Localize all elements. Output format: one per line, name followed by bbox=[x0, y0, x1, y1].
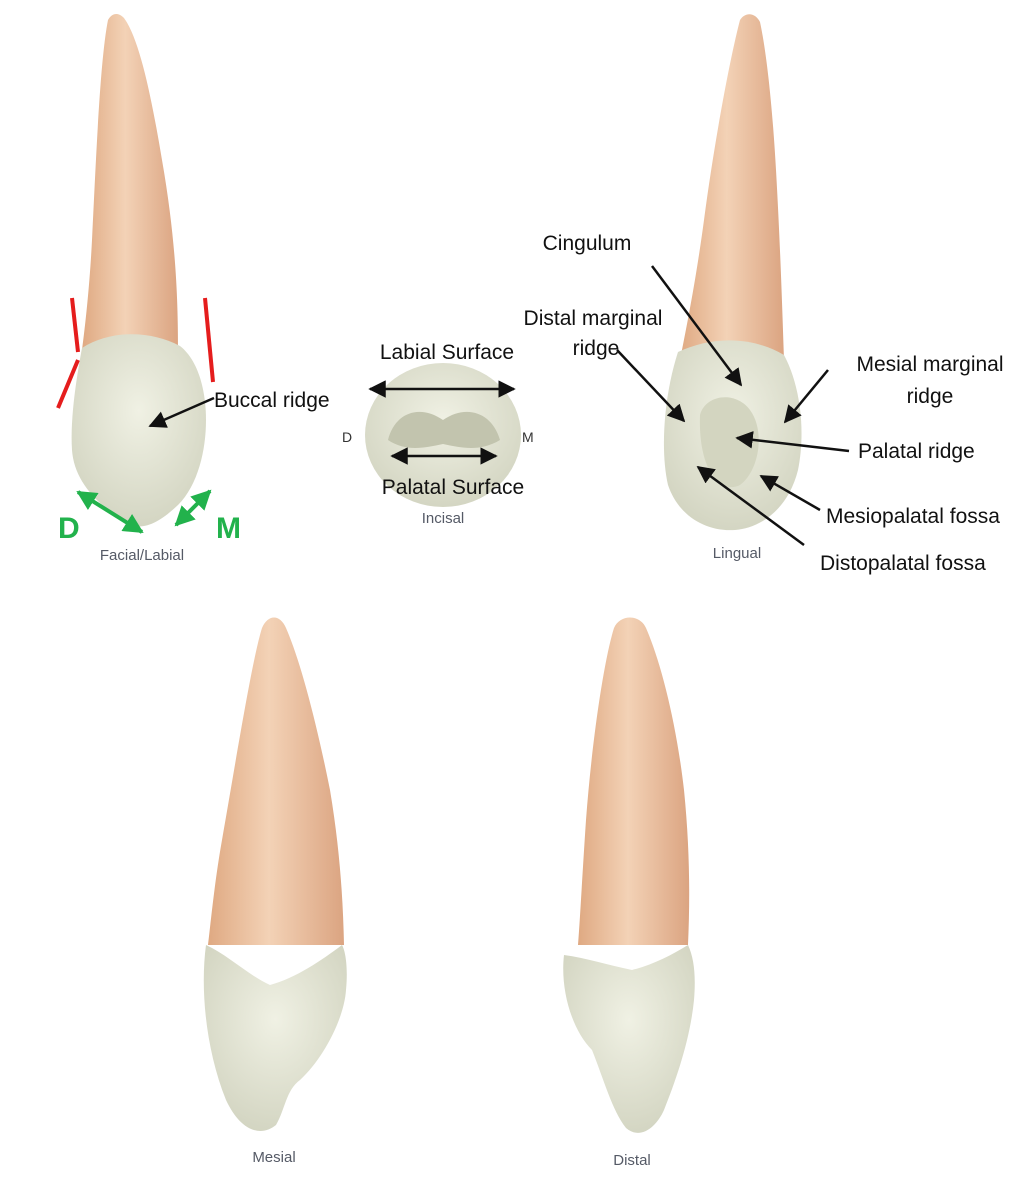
palatal-ridge-arrow bbox=[735, 431, 850, 453]
incisal-caption: Incisal bbox=[422, 510, 465, 527]
incisal-mesial-mark: M bbox=[522, 429, 534, 445]
mesial-marginal-ridge-arrow bbox=[783, 369, 829, 424]
cervical-line-left-lower bbox=[56, 359, 80, 409]
lingual-view: Cingulum Distal marginal ridge Mesial ma… bbox=[524, 14, 1004, 575]
distal-caption: Distal bbox=[613, 1152, 651, 1169]
mesial-marginal-ridge-label-line2: ridge bbox=[907, 385, 954, 408]
incisal-distal-mark: D bbox=[342, 429, 352, 445]
mesial-angle-arrow bbox=[174, 489, 212, 527]
cingulum-arrow bbox=[650, 265, 743, 387]
distal-crown bbox=[563, 945, 695, 1133]
mesial-crown bbox=[203, 945, 347, 1132]
incisal-palatal-concavity bbox=[388, 411, 500, 448]
cingulum-label: Cingulum bbox=[543, 232, 632, 255]
distopalatal-fossa-arrow bbox=[696, 465, 805, 547]
mesial-marginal-ridge-label-line1: Mesial marginal bbox=[856, 353, 1003, 376]
buccal-ridge-label: Buccal ridge bbox=[214, 389, 330, 412]
buccal-ridge-arrow bbox=[148, 396, 215, 428]
cervical-line-right bbox=[203, 297, 215, 383]
palatal-ridge-label: Palatal ridge bbox=[858, 440, 975, 463]
facial-root bbox=[82, 14, 178, 350]
distal-root bbox=[578, 617, 690, 945]
facial-view: Buccal ridge D M Facial/Labial bbox=[56, 14, 330, 564]
mesial-mark: M bbox=[216, 512, 241, 545]
labial-surface-label: Labial Surface bbox=[380, 341, 514, 364]
distal-marginal-ridge-label-line2: ridge bbox=[573, 337, 620, 360]
distal-mark: D bbox=[58, 512, 80, 545]
distal-angle-arrow bbox=[76, 490, 144, 534]
distal-view: Distal bbox=[563, 617, 695, 1169]
lingual-root bbox=[680, 14, 784, 360]
incisal-view: Labial Surface Palatal Surface D M Incis… bbox=[342, 341, 534, 527]
mesial-root bbox=[208, 617, 344, 945]
distal-marginal-ridge-arrow bbox=[616, 349, 686, 423]
cervical-line-left bbox=[70, 297, 80, 353]
facial-caption: Facial/Labial bbox=[100, 547, 184, 564]
distal-marginal-ridge-label-line1: Distal marginal bbox=[524, 307, 663, 330]
mesial-caption: Mesial bbox=[252, 1149, 295, 1166]
distopalatal-fossa-label: Distopalatal fossa bbox=[820, 552, 986, 575]
lingual-caption: Lingual bbox=[713, 545, 761, 562]
lingual-fossa bbox=[699, 397, 759, 488]
facial-crown bbox=[71, 334, 206, 527]
mesial-view: Mesial bbox=[203, 617, 347, 1166]
palatal-surface-label: Palatal Surface bbox=[382, 476, 524, 499]
mesiopalatal-fossa-label: Mesiopalatal fossa bbox=[826, 505, 1000, 528]
mesiopalatal-fossa-arrow bbox=[759, 474, 821, 512]
